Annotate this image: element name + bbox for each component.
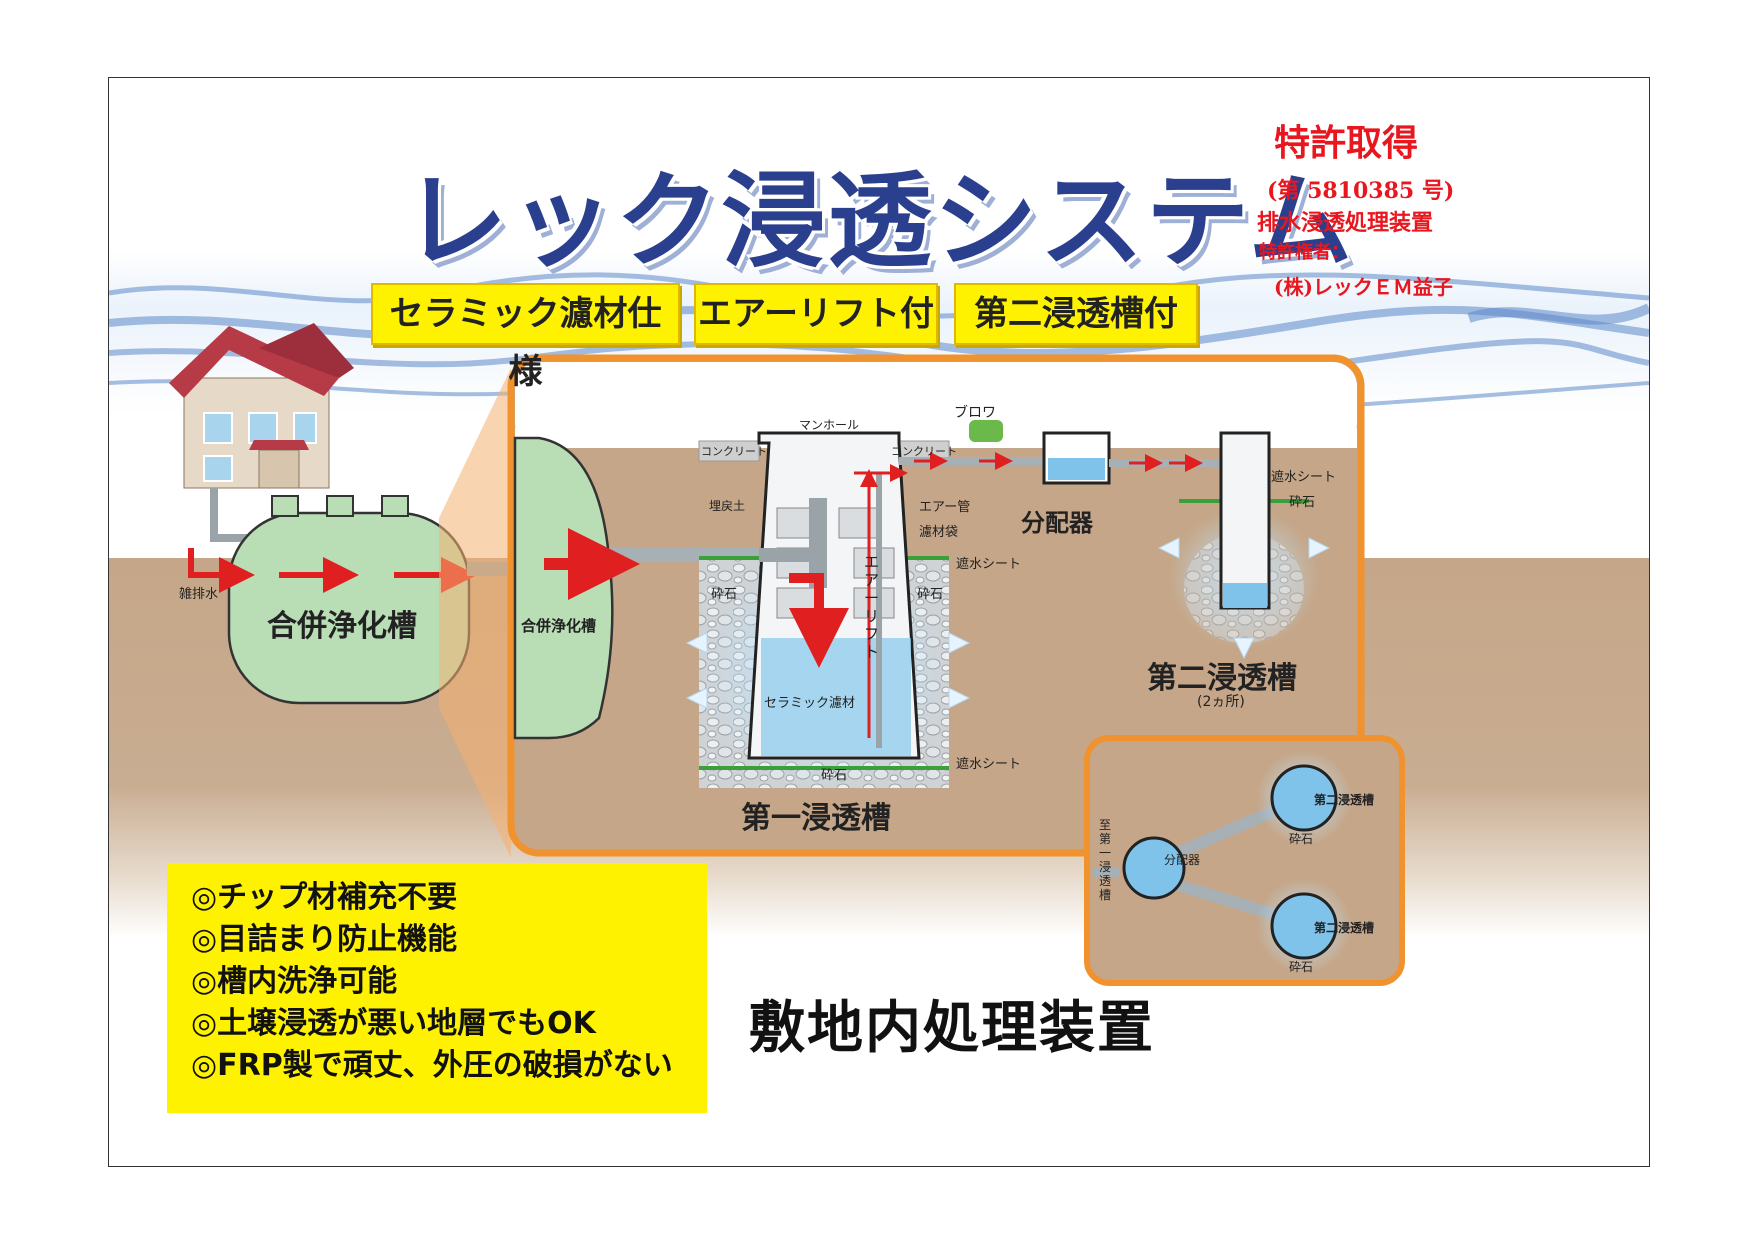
label-gravel-1: 砕石 bbox=[711, 587, 738, 602]
label-inset-from: 至第一浸透槽 bbox=[1099, 818, 1112, 902]
badge-ceramic: セラミック濾材仕様 bbox=[371, 283, 680, 392]
features-box: ◎チップ材補充不要 ◎目詰まり防止機能 ◎槽内洗浄可能 ◎土壌浸透が悪い地層でも… bbox=[167, 863, 707, 1113]
label-waterproof-sheet-2: 遮水シート bbox=[956, 757, 1022, 772]
diagram-graphics bbox=[109, 272, 1649, 986]
label-gray-water: 雑排水 bbox=[179, 587, 219, 602]
label-waterproof-sheet-3: 遮水シート bbox=[1271, 470, 1337, 485]
label-first-tank: 第一浸透槽 bbox=[741, 801, 891, 836]
label-inset-second-tank-2: 第二浸透槽 bbox=[1314, 921, 1375, 935]
badge-second-tank: 第二浸透槽付 bbox=[954, 283, 1198, 345]
label-inset-second-tank-1: 第二浸透槽 bbox=[1314, 793, 1375, 807]
patent-holder-label: 特許権者： bbox=[1259, 242, 1349, 263]
label-air-pipe: エアー管 bbox=[919, 500, 971, 515]
label-inset-gravel-2: 砕石 bbox=[1289, 960, 1314, 974]
patent-number: (第 5810385 号) bbox=[1267, 178, 1455, 204]
label-backfill: 埋戻土 bbox=[709, 499, 746, 513]
label-gravel-4: 砕石 bbox=[1289, 495, 1316, 510]
inset-panel bbox=[1084, 735, 1405, 986]
patent-heading: 特許取得 bbox=[1274, 122, 1419, 164]
poster-frame: レック浸透システム セラミック濾材仕様 エアーリフト付 第二浸透槽付 特許取得 … bbox=[108, 77, 1650, 1167]
label-filter-bag: 濾材袋 bbox=[919, 525, 959, 540]
label-gravel-2: 砕石 bbox=[917, 587, 944, 602]
patent-name: 排水浸透処理装置 bbox=[1257, 210, 1434, 236]
feature-item: ◎槽内洗浄可能 bbox=[191, 964, 398, 999]
label-inset-gravel-1: 砕石 bbox=[1289, 832, 1314, 846]
feature-item: ◎土壌浸透が悪い地層でもOK bbox=[191, 1006, 596, 1041]
patent-holder: (株)レックＥＭ益子 bbox=[1274, 275, 1453, 299]
label-gravel-3: 砕石 bbox=[821, 768, 848, 783]
label-inset-distributor: 分配器 bbox=[1164, 853, 1201, 867]
zoom-wedge bbox=[439, 368, 511, 858]
label-concrete-right: コンクリート bbox=[891, 445, 957, 458]
badge-air-lift: エアーリフト付 bbox=[694, 283, 938, 345]
feature-item: ◎目詰まり防止機能 bbox=[191, 922, 458, 957]
label-waterproof-sheet-1: 遮水シート bbox=[956, 557, 1022, 572]
label-blower: ブロワ bbox=[954, 405, 996, 421]
house bbox=[169, 323, 354, 489]
label-second-tank-count: (2ヵ所) bbox=[1197, 694, 1245, 710]
feature-item: ◎FRP製で頑丈、外圧の破損がない bbox=[191, 1048, 673, 1083]
label-concrete-left: コンクリート bbox=[701, 445, 767, 458]
footer-caption: 敷地内処理装置 bbox=[749, 996, 1155, 1061]
label-manhole: マンホール bbox=[799, 418, 860, 432]
septic-tank-left bbox=[227, 495, 471, 705]
label-septic-tank: 合併浄化槽 bbox=[267, 609, 417, 644]
label-ceramic-media: セラミック濾材 bbox=[764, 696, 856, 711]
feature-item: ◎チップ材補充不要 bbox=[191, 880, 458, 915]
label-air-lift: エアーリフト bbox=[864, 553, 880, 661]
label-second-tank: 第二浸透槽 bbox=[1147, 661, 1297, 696]
page-title: レック浸透システム bbox=[403, 160, 1355, 282]
label-septic-tank-small: 合併浄化槽 bbox=[521, 617, 597, 635]
label-distributor: 分配器 bbox=[1021, 509, 1093, 537]
detail-panel bbox=[507, 354, 1365, 857]
